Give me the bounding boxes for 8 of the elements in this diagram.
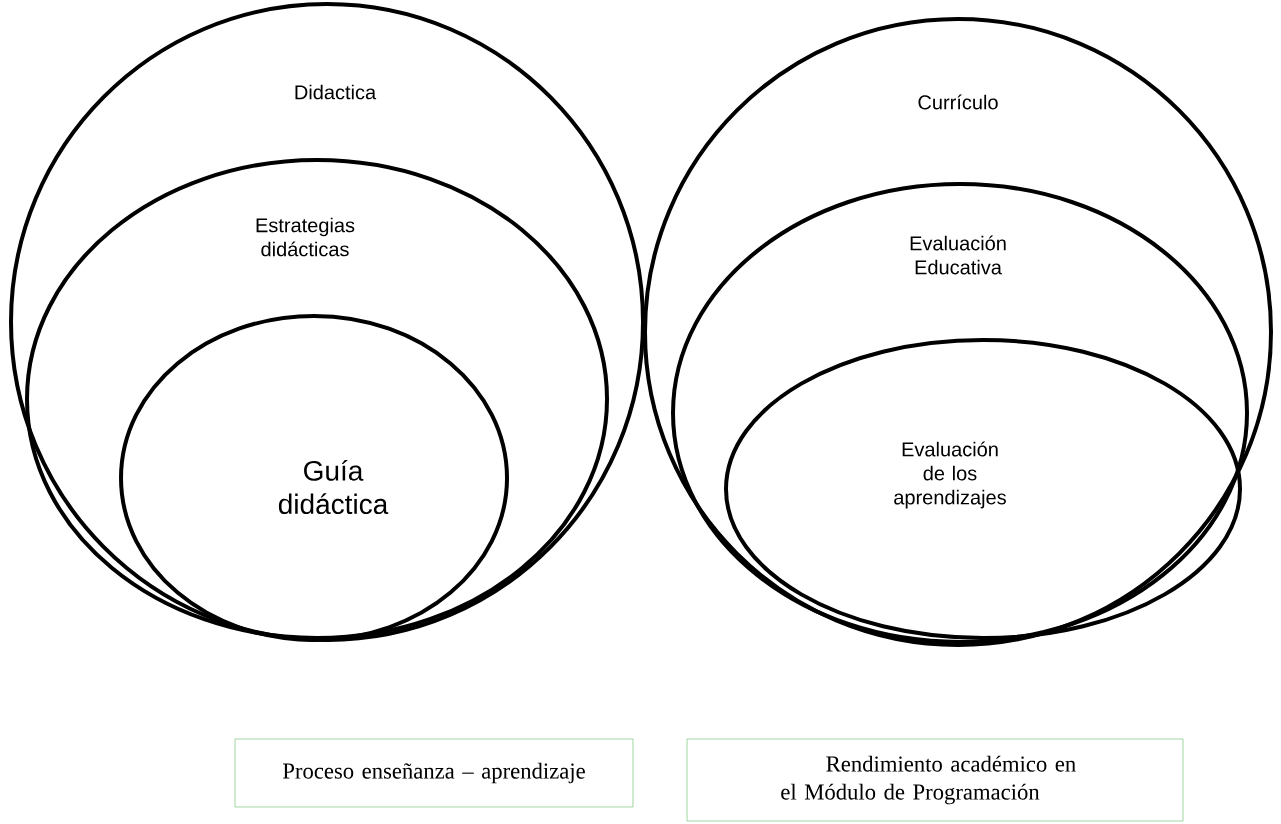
ellipse-label: Guía didáctica: [278, 459, 389, 515]
ellipse-label: Currículo: [918, 94, 998, 110]
ellipse-label: Evaluación de los aprendizajes: [894, 441, 1006, 509]
ellipse-label: Estrategias didácticas: [256, 217, 355, 257]
text-box: Proceso enseñanza – aprendizaje: [234, 738, 634, 808]
ellipse-label: Evaluación Educativa: [910, 235, 1006, 275]
text-box: Rendimiento académico en el Módulo de Programación: [686, 738, 1184, 822]
ellipse-label: Didactica: [295, 84, 377, 100]
